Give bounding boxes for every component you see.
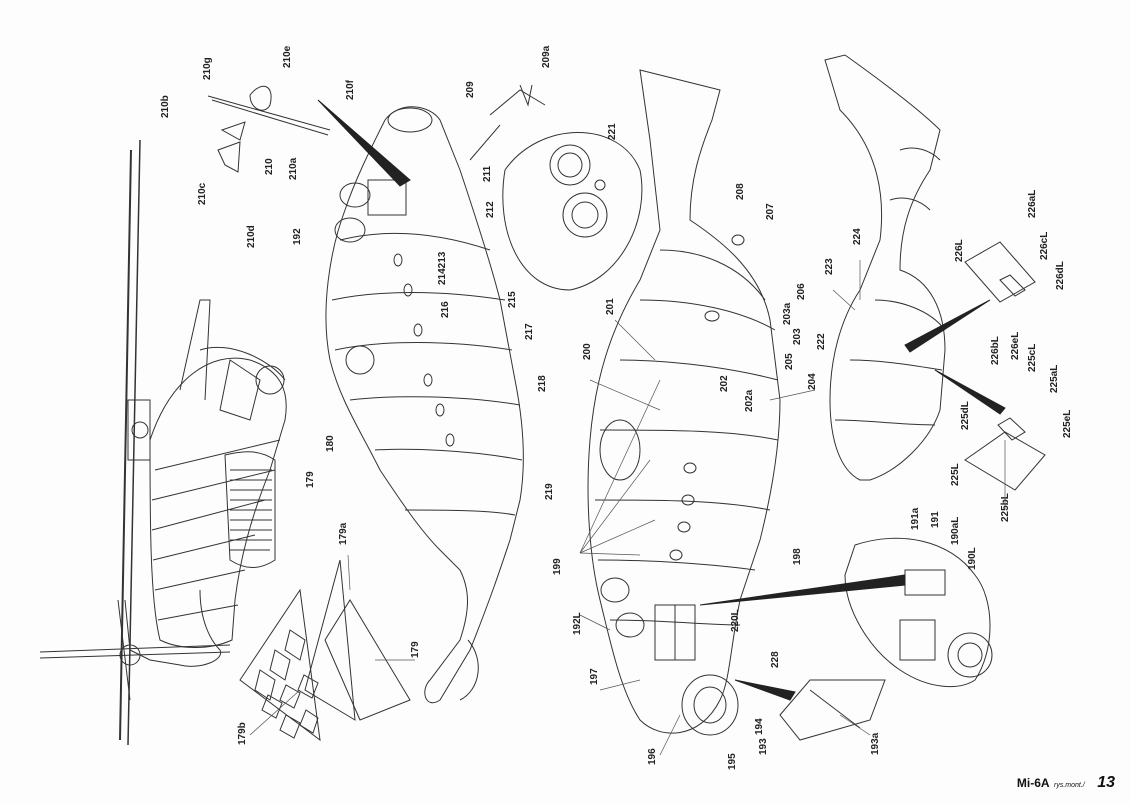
fuselage-view-b [587,69,781,736]
engine-intake-221 [502,132,643,291]
part-labels: 210g 210e 210b 210c 210 210a 210d 210f 1… [160,45,1073,770]
fuselage-view-c [824,54,946,481]
label-210d: 210d [246,225,257,248]
frame-193a [779,679,886,741]
side-view-helicopter [39,139,287,746]
label-222: 222 [816,333,827,350]
label-197: 197 [589,668,600,685]
label-180: 180 [325,435,336,452]
label-195: 195 [727,753,738,770]
detail-209 [469,84,546,161]
label-210b: 210b [160,95,171,118]
label-208: 208 [735,183,746,200]
label-226eL: 226eL [1010,332,1021,360]
label-209a: 209a [541,45,552,68]
label-200: 200 [582,343,593,360]
label-199: 199 [552,558,563,575]
label-226dL: 226dL [1055,261,1066,290]
label-191: 191 [930,511,941,528]
tail-rotor-detail-210 [207,85,331,173]
label-202a: 202a [744,389,755,412]
label-225cL: 225cL [1027,344,1038,372]
label-179: 179 [305,471,316,488]
label-194: 194 [754,718,765,735]
label-225bL: 225bL [1000,493,1011,522]
label-223: 223 [824,258,835,275]
label-219: 219 [544,483,555,500]
label-211: 211 [482,165,493,182]
label-210: 210 [264,158,275,175]
label-196: 196 [647,748,658,765]
label-210f: 210f [345,79,356,100]
label-192: 192 [292,228,303,245]
label-207: 207 [765,203,776,220]
label-201: 201 [605,298,616,315]
label-203a: 203a [782,302,793,325]
model-name: Mi-6A [1016,776,1050,790]
fuselage-view-a [325,106,524,703]
label-225aL: 225aL [1049,365,1060,393]
label-221: 221 [607,123,618,140]
leader-lines [249,260,1006,756]
panel-225 [964,417,1046,491]
label-226cL: 226cL [1039,232,1050,260]
label-228: 228 [770,651,781,668]
label-215: 215 [507,291,518,308]
label-220L: 220L [730,609,741,632]
label-210e: 210e [282,45,293,68]
label-210g: 210g [202,57,213,80]
label-217: 217 [524,323,535,340]
label-202: 202 [719,375,730,392]
label-206: 206 [796,283,807,300]
footer-subtitle: rys.mont./ [1054,782,1085,789]
label-179-lower: 179 [410,641,421,658]
label-225eL: 225eL [1062,410,1073,438]
label-191a: 191a [910,507,921,530]
label-225dL: 225dL [960,401,971,430]
label-179a: 179a [338,522,349,545]
window-panels-179 [239,559,411,742]
page-footer: Mi-6A rys.mont./ 13 [1017,774,1115,792]
label-226bL: 226bL [990,336,1001,365]
label-198: 198 [792,548,803,565]
label-216: 216 [440,301,451,318]
label-209: 209 [465,81,476,98]
panel-226 [964,241,1036,303]
label-204: 204 [807,373,818,390]
page-number: 13 [1097,774,1115,791]
label-210c: 210c [197,182,208,205]
label-224: 224 [852,228,863,245]
label-192L: 192L [572,612,583,635]
label-212: 212 [485,201,496,218]
cockpit-nose-detail [844,537,993,688]
label-190aL: 190aL [950,517,961,545]
label-179b: 179b [237,722,248,745]
label-218: 218 [537,375,548,392]
label-193a: 193a [870,732,881,755]
label-210a: 210a [288,157,299,180]
label-193: 193 [758,738,769,755]
label-190L: 190L [967,547,978,570]
label-214213: 214213 [437,251,448,285]
label-225L: 225L [950,463,961,486]
label-226aL: 226aL [1027,190,1038,218]
label-226L: 226L [954,239,965,262]
label-205: 205 [784,353,795,370]
label-203: 203 [792,328,803,345]
